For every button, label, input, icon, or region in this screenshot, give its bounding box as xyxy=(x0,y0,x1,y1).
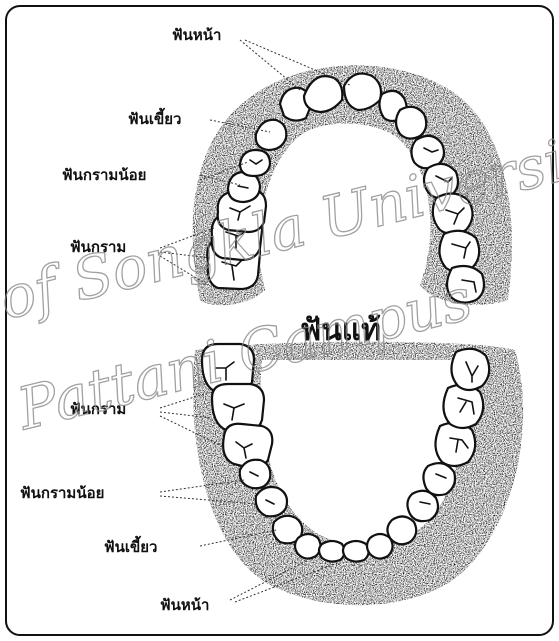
upper-canine-r xyxy=(396,107,426,139)
lower-canine-r xyxy=(387,516,416,544)
label-upper-incisors: ฟันหน้า xyxy=(172,26,221,44)
lower-incisor-l2 xyxy=(295,534,321,559)
label-upper-premolars: ฟันกรามน้อย xyxy=(62,166,146,184)
upper-canine-l xyxy=(256,120,287,150)
label-lower-canine: ฟันเขี้ยว xyxy=(104,535,157,556)
label-lower-incisors: ฟันหน้า xyxy=(160,596,209,614)
upper-incisor-r1 xyxy=(344,74,381,110)
label-lower-premolars: ฟันกรามน้อย xyxy=(20,484,104,502)
lower-molar-r3 xyxy=(451,349,489,390)
lower-premolar-r2 xyxy=(423,463,455,495)
label-upper-canine: ฟันเขี้ยว xyxy=(128,107,181,128)
lower-molar-r1 xyxy=(435,423,475,466)
lower-incisor-l1 xyxy=(319,541,345,562)
lower-incisor-r1 xyxy=(343,541,369,562)
lower-premolar-l2 xyxy=(256,487,287,516)
